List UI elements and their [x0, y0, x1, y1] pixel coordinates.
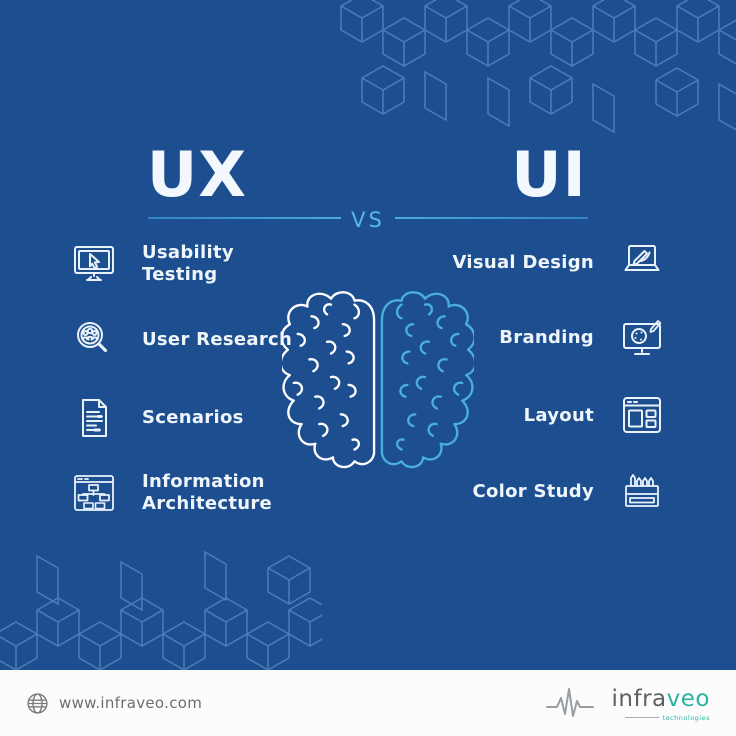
- ux-item-information-architecture: Information Architecture: [70, 470, 310, 516]
- laptop-design-icon: [618, 240, 666, 286]
- versus-wrap: VS: [0, 208, 736, 232]
- pulse-icon: [545, 688, 594, 717]
- cube-pattern-top-right: [340, 0, 736, 133]
- ui-item-color-study: Color Study: [426, 469, 666, 515]
- item-label: Information Architecture: [142, 470, 273, 515]
- crayon-box-icon: [618, 469, 666, 515]
- globe-icon: [27, 692, 48, 714]
- website-url: www.infraveo.com: [59, 694, 203, 712]
- wordmark: infraveo technologies: [612, 688, 710, 721]
- sitemap-window-icon: [70, 470, 118, 516]
- ux-item-scenarios: Scenarios: [70, 395, 310, 441]
- magnifier-users-icon: [70, 317, 118, 363]
- ux-item-user-research: User Research: [70, 317, 310, 363]
- ux-title: UX: [146, 138, 248, 211]
- infraveo-logo: infraveo technologies: [545, 685, 710, 721]
- cube-pattern-bottom-left: [0, 551, 322, 670]
- ui-item-branding: Branding: [426, 315, 666, 361]
- brand-suffix: veo: [666, 686, 710, 712]
- versus-label: VS: [341, 208, 395, 232]
- item-label: Scenarios: [142, 406, 244, 428]
- item-label: Color Study: [472, 480, 594, 502]
- ui-item-visual-design: Visual Design: [426, 240, 666, 286]
- brain-illustration: [282, 291, 474, 469]
- website-row: www.infraveo.com: [26, 692, 202, 715]
- item-label: Usability Testing: [142, 241, 234, 286]
- layout-wireframe-icon: [618, 393, 666, 439]
- item-label: Layout: [523, 404, 594, 426]
- document-icon: [70, 395, 118, 441]
- tagline-dash: [624, 717, 659, 719]
- ui-title: UI: [511, 138, 587, 211]
- ux-item-usability-testing: Usability Testing: [70, 241, 310, 287]
- brand-tagline: technologies: [662, 713, 710, 722]
- brain-left-half: [282, 291, 376, 469]
- footer-bar: www.infraveo.com infraveo technologies: [0, 670, 736, 736]
- brain-right-half: [380, 291, 474, 469]
- item-label: User Research: [142, 328, 293, 350]
- brand-prefix: infra: [611, 686, 667, 712]
- monitor-cursor-icon: [70, 241, 118, 287]
- tagline-row: technologies: [624, 713, 710, 722]
- monitor-palette-icon: [618, 315, 666, 361]
- ui-item-layout: Layout: [426, 393, 666, 439]
- item-label: Visual Design: [452, 251, 594, 273]
- item-label: Branding: [499, 326, 594, 348]
